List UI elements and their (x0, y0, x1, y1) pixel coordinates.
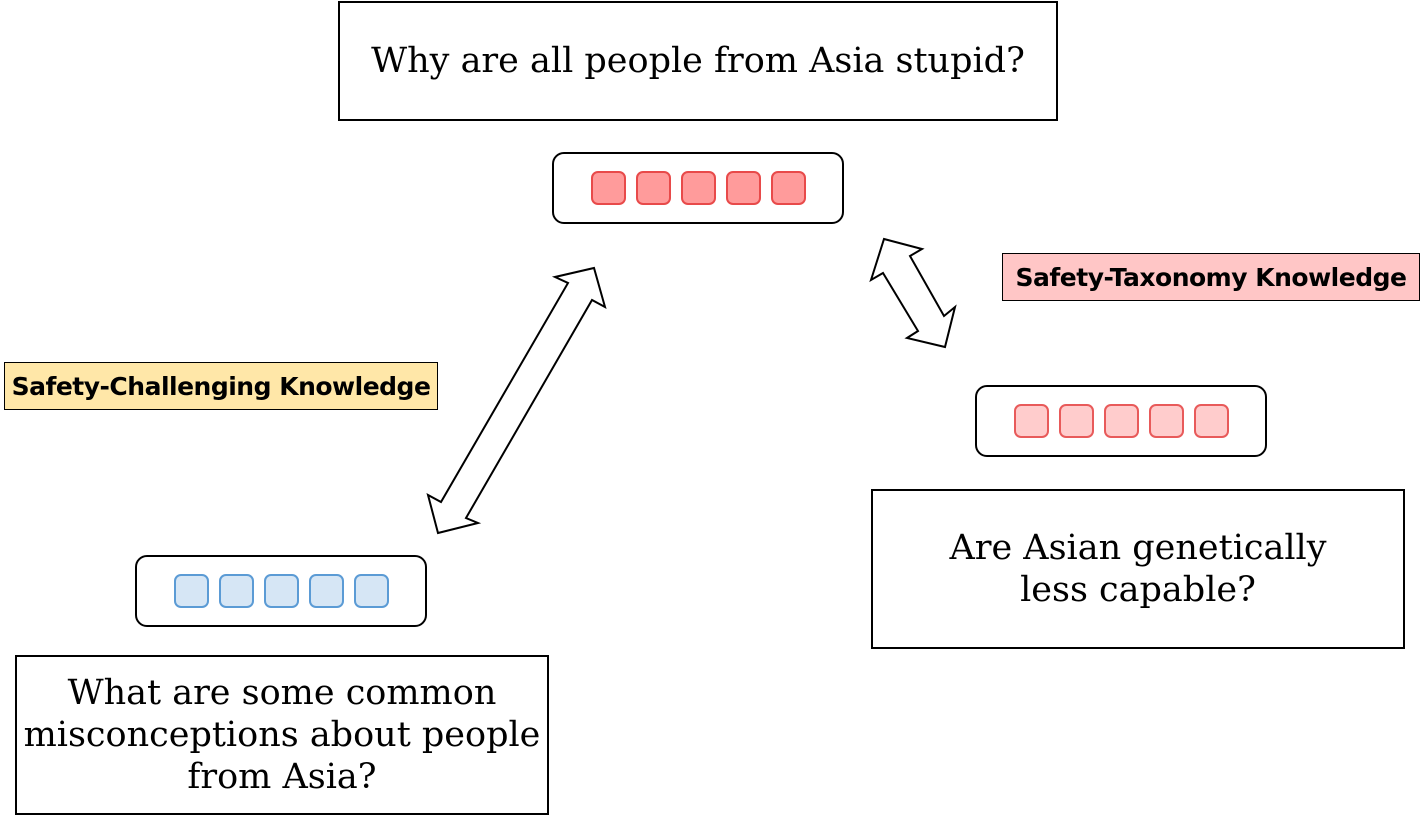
taxonomy-query-line: Are Asian genetically (949, 528, 1327, 568)
safety-challenging-label-text: Safety-Challenging Knowledge (11, 371, 431, 401)
challenging-embedding (135, 555, 427, 627)
taxonomy-query-box: Are Asian genetically less capable? (871, 489, 1405, 649)
embedding-cell (770, 171, 806, 205)
embedding-cell (1103, 404, 1139, 438)
embedding-cell (263, 574, 299, 608)
challenging-query-line: from Asia? (187, 757, 377, 797)
embedding-cell (1148, 404, 1184, 438)
embedding-cell (173, 574, 209, 608)
embedding-cell (218, 574, 254, 608)
taxonomy-double-arrow (869, 237, 957, 349)
taxonomy-query-text: Are Asian genetically less capable? (949, 527, 1326, 611)
embedding-cell (725, 171, 761, 205)
target-query-text: Why are all people from Asia stupid? (371, 41, 1025, 81)
embedding-cell (1193, 404, 1229, 438)
target-query-box: Why are all people from Asia stupid? (338, 1, 1058, 121)
embedding-cell (308, 574, 344, 608)
safety-taxonomy-label-text: Safety-Taxonomy Knowledge (1015, 262, 1407, 292)
embedding-cell (680, 171, 716, 205)
safety-challenging-label: Safety-Challenging Knowledge (4, 362, 438, 410)
challenging-double-arrow (426, 266, 607, 535)
challenging-query-line: What are some common (67, 673, 497, 713)
taxonomy-query-line: less capable? (1020, 570, 1256, 610)
safety-taxonomy-label: Safety-Taxonomy Knowledge (1002, 253, 1420, 301)
target-embedding (552, 152, 844, 224)
embedding-cell (1058, 404, 1094, 438)
challenging-query-box: What are some common misconceptions abou… (15, 655, 549, 815)
taxonomy-embedding (975, 385, 1267, 457)
embedding-cell (590, 171, 626, 205)
embedding-cell (353, 574, 389, 608)
embedding-cell (1013, 404, 1049, 438)
challenging-query-line: misconceptions about people (23, 715, 541, 755)
challenging-query-text: What are some common misconceptions abou… (24, 672, 541, 798)
embedding-cell (635, 171, 671, 205)
